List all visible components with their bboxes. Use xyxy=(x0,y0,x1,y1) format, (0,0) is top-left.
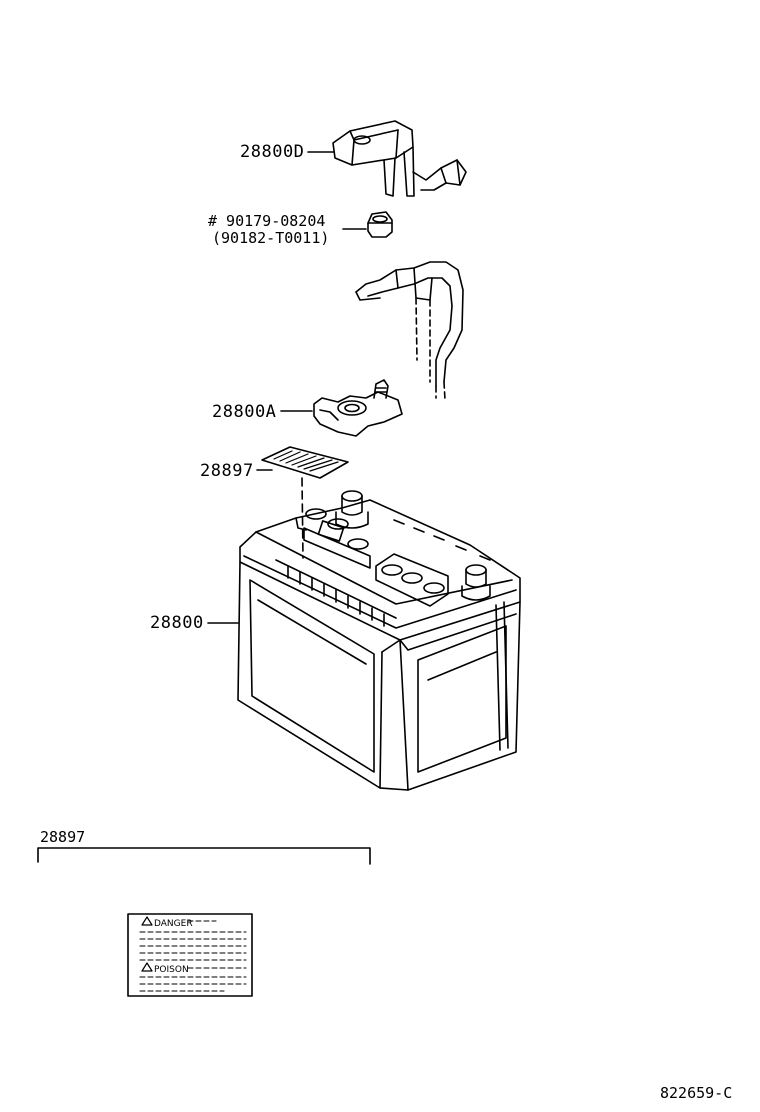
terminal-cover-part xyxy=(307,120,467,197)
callout-terminal-cover: 28800D xyxy=(240,142,305,162)
callout-battery: 28800 xyxy=(150,613,204,633)
warning-label-detail xyxy=(127,913,253,997)
callout-nut-alt: (90182-T0011) xyxy=(212,229,330,247)
detail-part-number: 28897 xyxy=(40,828,86,846)
terminal-clamp-part xyxy=(280,379,403,437)
detail-bracket xyxy=(37,847,371,865)
figure-id: 822659-C xyxy=(660,1084,733,1102)
battery-part xyxy=(207,490,521,791)
danger-text: DANGER xyxy=(154,919,193,929)
poison-text: POISON xyxy=(154,965,189,975)
warning-label-part xyxy=(256,446,349,559)
callout-terminal-clamp: 28800A xyxy=(212,402,277,422)
callout-nut-main: # 90179-08204 xyxy=(208,212,326,230)
callout-label-part: 28897 xyxy=(200,461,254,481)
nut-part xyxy=(342,211,393,238)
cable-bracket-part xyxy=(355,261,464,401)
